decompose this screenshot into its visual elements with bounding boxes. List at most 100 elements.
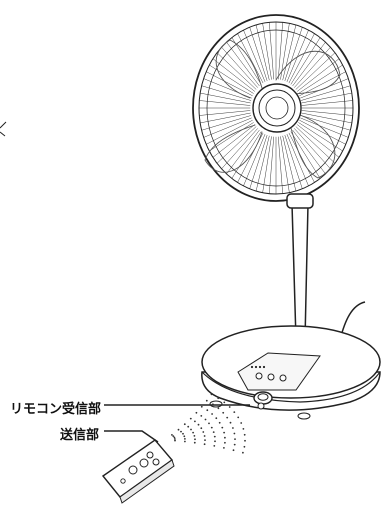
- ir-dot: [243, 433, 246, 436]
- ir-dot: [172, 435, 175, 437]
- grill-spoke: [199, 112, 251, 124]
- ir-dot: [233, 411, 236, 413]
- ir-dot: [233, 432, 236, 435]
- ir-dot: [200, 427, 203, 430]
- ir-dot: [218, 421, 221, 424]
- grill-spoke: [297, 58, 340, 92]
- grill-spoke: [243, 134, 266, 187]
- ir-dot: [237, 416, 240, 419]
- grill-spoke: [237, 33, 264, 84]
- fan-head-icon: [192, 14, 360, 202]
- grill-spoke: [269, 136, 274, 194]
- transmitter-leader-line: [104, 430, 159, 443]
- ir-dot: [213, 445, 216, 447]
- ir-dot: [215, 417, 218, 420]
- grill-spoke: [249, 135, 268, 190]
- ir-dot: [214, 440, 216, 443]
- ir-dot: [224, 436, 226, 439]
- grill-spoke: [203, 117, 252, 138]
- grill-spoke: [301, 100, 353, 106]
- grill-spoke: [216, 52, 257, 90]
- ir-dot: [174, 439, 176, 442]
- grill-spoke: [201, 85, 252, 101]
- grill-spoke: [301, 112, 353, 124]
- grill-spoke: [278, 22, 283, 80]
- grill-spoke: [255, 135, 270, 192]
- edge-fragment-mark: [0, 121, 7, 137]
- grill-spoke: [221, 46, 258, 88]
- receiver-window-icon: [257, 402, 265, 410]
- grill-spoke: [212, 124, 255, 158]
- ir-dot: [180, 430, 182, 433]
- grill-spoke: [295, 126, 336, 164]
- grill-spoke: [290, 37, 321, 85]
- ir-dot: [189, 417, 192, 420]
- grill-spoke: [199, 110, 251, 116]
- grill-spoke: [300, 117, 349, 138]
- ir-dot: [184, 438, 186, 440]
- ir-dot: [204, 439, 206, 441]
- ir-dot: [232, 449, 235, 452]
- grill-spoke: [290, 131, 321, 179]
- ir-dot: [228, 406, 231, 408]
- grill-spoke: [282, 24, 297, 81]
- ir-dot: [203, 435, 206, 437]
- ir-dot: [210, 426, 213, 429]
- ir-dot: [243, 445, 246, 448]
- ir-dot: [187, 425, 190, 428]
- grill-spoke: [284, 135, 303, 190]
- ir-dot: [242, 451, 244, 454]
- ir-dot: [184, 440, 186, 443]
- ir-dot: [224, 441, 226, 444]
- grill-spoke: [292, 41, 326, 87]
- ir-dot: [182, 432, 184, 435]
- ir-dot: [240, 422, 243, 424]
- ir-dot: [217, 397, 220, 400]
- grill-spoke: [297, 124, 340, 158]
- grill-spoke: [301, 92, 353, 104]
- grill-spoke: [294, 128, 331, 170]
- ir-dot: [203, 443, 206, 446]
- grill-spoke: [278, 136, 283, 194]
- fan-base-icon: [201, 325, 381, 420]
- grill-spoke: [231, 37, 262, 85]
- grill-spoke: [295, 52, 336, 90]
- grill-spoke: [288, 33, 315, 84]
- ir-dot: [183, 423, 186, 426]
- receiver-label: リモコン受信部: [10, 402, 102, 417]
- grill-spoke: [286, 134, 309, 187]
- ir-dot: [200, 415, 203, 417]
- grill-spoke: [298, 64, 343, 94]
- ir-dot: [232, 427, 234, 429]
- grill-spoke: [199, 92, 251, 104]
- ir-dot: [206, 409, 209, 412]
- ir-dot: [212, 403, 214, 406]
- remote-control-icon: [101, 439, 175, 504]
- ir-dot: [208, 422, 210, 425]
- ir-dot: [223, 431, 226, 434]
- grill-spoke: [226, 41, 260, 87]
- grill-spoke: [298, 122, 343, 152]
- ir-dot: [223, 401, 226, 404]
- ir-dot: [192, 431, 195, 434]
- ir-dot: [217, 407, 220, 410]
- grill-spoke: [299, 71, 347, 96]
- ir-dot: [171, 434, 173, 436]
- grill-spoke: [301, 110, 353, 116]
- ir-dot: [190, 428, 192, 431]
- ir-dot: [213, 435, 216, 438]
- ir-dot: [193, 441, 196, 444]
- grill-spoke: [212, 58, 255, 92]
- grill-spoke: [205, 120, 253, 145]
- grill-spoke: [221, 128, 258, 170]
- ir-dot: [205, 399, 208, 402]
- ir-dot: [197, 423, 200, 426]
- grill-spoke: [216, 126, 257, 164]
- ir-dot: [242, 428, 245, 430]
- ir-dot: [233, 443, 236, 446]
- ir-dot: [210, 393, 213, 396]
- ir-dot: [195, 411, 198, 414]
- grill-spoke: [269, 22, 274, 80]
- grill-spoke: [209, 122, 254, 152]
